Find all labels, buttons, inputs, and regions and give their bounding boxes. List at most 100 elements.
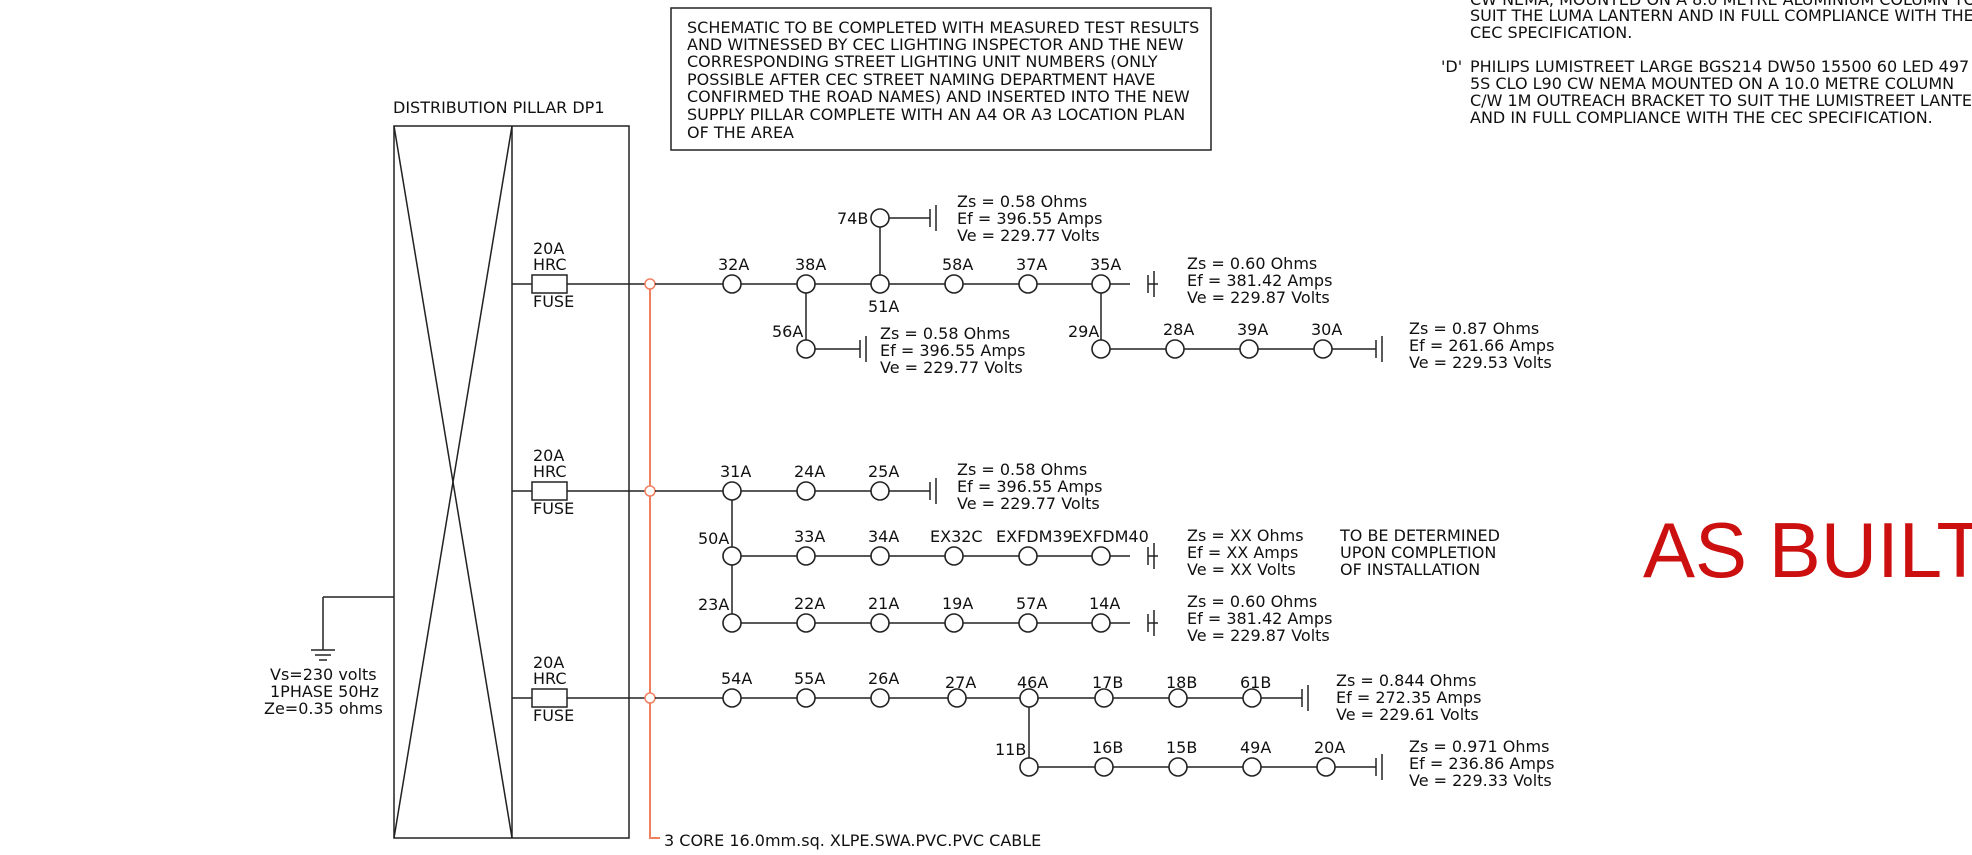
- unit-30A: [1313, 339, 1333, 359]
- unit-74B: [870, 208, 890, 228]
- reading-35A-zs: Zs = 0.60 Ohms: [1187, 254, 1317, 273]
- reading-74B-ve: Ve = 229.77 Volts: [957, 226, 1100, 245]
- unit-16B: [1094, 757, 1114, 777]
- spec-note-c-line-2: SUIT THE LUMA LANTERN AND IN FULL COMPLI…: [1470, 6, 1972, 25]
- unit-15B-label: 15B: [1166, 738, 1197, 757]
- unit-39A: [1239, 339, 1259, 359]
- unit-57A-label: 57A: [1016, 594, 1047, 613]
- unit-EX32C: [944, 546, 964, 566]
- pillar-cross-b: [393, 125, 513, 839]
- unit-34A-label: 34A: [868, 527, 899, 546]
- spec-note-c-line-1: CW NEMA, MOUNTED ON A 8.0 METRE ALUMINIU…: [1470, 0, 1972, 9]
- unit-19A-label: 19A: [942, 594, 973, 613]
- specification-notes: CW NEMA, MOUNTED ON A 8.0 METRE ALUMINIU…: [1441, 0, 1972, 127]
- fuse-2: 20A HRC FUSE: [512, 446, 650, 518]
- unit-20A-label: 20A: [1314, 738, 1345, 757]
- cable-node-1: [644, 278, 656, 290]
- spec-note-d-line-3: C/W 1M OUTREACH BRACKET TO SUIT THE LUMI…: [1470, 91, 1972, 110]
- supply-phase: 1PHASE 50Hz: [270, 682, 379, 701]
- termination-35A: [1147, 271, 1158, 297]
- reading-61B: Zs = 0.844 Ohms Ef = 272.35 Amps Ve = 22…: [1336, 671, 1481, 724]
- unit-34A: [870, 546, 890, 566]
- lighting-units: 74B 32A 38A 51A 58A 37A 35A 56A 29A 28A …: [698, 208, 1345, 777]
- reading-25A-ef: Ef = 396.55 Amps: [957, 477, 1102, 496]
- fuse-2-type: HRC: [533, 462, 567, 481]
- as-built-stamp: AS BUILT: [1643, 506, 1972, 594]
- unit-23A-label: 23A: [698, 595, 729, 614]
- reading-EXFDM40-ef: Ef = XX Amps: [1187, 543, 1298, 562]
- unit-18B-label: 18B: [1166, 673, 1197, 692]
- spec-note-d-line-4: AND IN FULL COMPLIANCE WITH THE CEC SPEC…: [1470, 108, 1933, 127]
- reading-56A-zs: Zs = 0.58 Ohms: [880, 324, 1010, 343]
- unit-55A-label: 55A: [794, 669, 825, 688]
- reading-20A: Zs = 0.971 Ohms Ef = 236.86 Amps Ve = 22…: [1409, 737, 1554, 790]
- unit-11B-label: 11B: [995, 740, 1026, 759]
- reading-14A-ve: Ve = 229.87 Volts: [1187, 626, 1330, 645]
- note-line-6: SUPPLY PILLAR COMPLETE WITH AN A4 OR A3 …: [687, 105, 1185, 124]
- reading-61B-ve: Ve = 229.61 Volts: [1336, 705, 1479, 724]
- fuse-1-type: HRC: [533, 255, 567, 274]
- unit-21A-label: 21A: [868, 594, 899, 613]
- unit-25A-label: 25A: [868, 462, 899, 481]
- unit-29A-label: 29A: [1068, 322, 1099, 341]
- unit-25A: [870, 481, 890, 501]
- unit-37A-label: 37A: [1016, 255, 1047, 274]
- unit-58A-label: 58A: [942, 255, 973, 274]
- unit-16B-label: 16B: [1092, 738, 1123, 757]
- unit-26A-label: 26A: [868, 669, 899, 688]
- fuse-1-label: FUSE: [533, 292, 574, 311]
- unit-EXFDM40-label: EXFDM40: [1072, 527, 1149, 546]
- reading-74B-zs: Zs = 0.58 Ohms: [957, 192, 1087, 211]
- unit-24A-label: 24A: [794, 462, 825, 481]
- unit-35A: [1091, 274, 1111, 294]
- fuse-3: 20A HRC FUSE: [512, 653, 650, 725]
- reading-30A-zs: Zs = 0.87 Ohms: [1409, 319, 1539, 338]
- note-line-2: AND WITNESSED BY CEC LIGHTING INSPECTOR …: [687, 35, 1184, 54]
- unit-39A-label: 39A: [1237, 320, 1268, 339]
- unit-54A: [722, 688, 742, 708]
- reading-74B: Zs = 0.58 Ohms Ef = 396.55 Amps Ve = 229…: [957, 192, 1102, 245]
- pending-note-line-2: UPON COMPLETION: [1340, 543, 1496, 562]
- unit-61B: [1242, 688, 1262, 708]
- unit-15B: [1168, 757, 1188, 777]
- supply-ze: Ze=0.35 ohms: [264, 699, 383, 718]
- reading-EXFDM40: Zs = XX Ohms Ef = XX Amps Ve = XX Volts …: [1187, 526, 1500, 579]
- unit-22A: [796, 613, 816, 633]
- reading-20A-ve: Ve = 229.33 Volts: [1409, 771, 1552, 790]
- fuse-2-body: [531, 481, 568, 501]
- unit-46A: [1019, 688, 1039, 708]
- note-line-7: OF THE AREA: [687, 123, 794, 142]
- termination-20A: [1375, 754, 1383, 780]
- unit-35A-label: 35A: [1090, 255, 1121, 274]
- termination-30A: [1375, 336, 1383, 362]
- reading-25A-zs: Zs = 0.58 Ohms: [957, 460, 1087, 479]
- unit-17B-label: 17B: [1092, 673, 1123, 692]
- spec-note-d-marker: 'D': [1441, 57, 1462, 76]
- supply-voltage: Vs=230 volts: [270, 665, 377, 684]
- unit-46A-label: 46A: [1017, 673, 1048, 692]
- reading-56A: Zs = 0.58 Ohms Ef = 396.55 Amps Ve = 229…: [880, 324, 1025, 377]
- unit-32A-label: 32A: [718, 255, 749, 274]
- unit-56A: [796, 339, 816, 359]
- unit-31A-label: 31A: [720, 462, 751, 481]
- spec-note-c-line-3: CEC SPECIFICATION.: [1470, 23, 1632, 42]
- termination-74B: [929, 205, 937, 231]
- termination-14A: [1147, 610, 1158, 636]
- unit-51A: [870, 274, 890, 294]
- unit-23A: [722, 613, 742, 633]
- spec-note-d-line-1: PHILIPS LUMISTREET LARGE BGS214 DW50 155…: [1470, 57, 1969, 76]
- unit-14A-label: 14A: [1089, 594, 1120, 613]
- pending-note-line-1: TO BE DETERMINED: [1339, 526, 1500, 545]
- unit-55A: [796, 688, 816, 708]
- unit-74B-label: 74B: [837, 209, 868, 228]
- unit-37A: [1018, 274, 1038, 294]
- unit-26A: [870, 688, 890, 708]
- fuse-2-rating: 20A: [533, 446, 564, 465]
- pending-note-line-3: OF INSTALLATION: [1340, 560, 1480, 579]
- reading-56A-ef: Ef = 396.55 Amps: [880, 341, 1025, 360]
- fuse-1-rating: 20A: [533, 239, 564, 258]
- note-line-1: SCHEMATIC TO BE COMPLETED WITH MEASURED …: [687, 18, 1199, 37]
- reading-14A-zs: Zs = 0.60 Ohms: [1187, 592, 1317, 611]
- reading-61B-zs: Zs = 0.844 Ohms: [1336, 671, 1476, 690]
